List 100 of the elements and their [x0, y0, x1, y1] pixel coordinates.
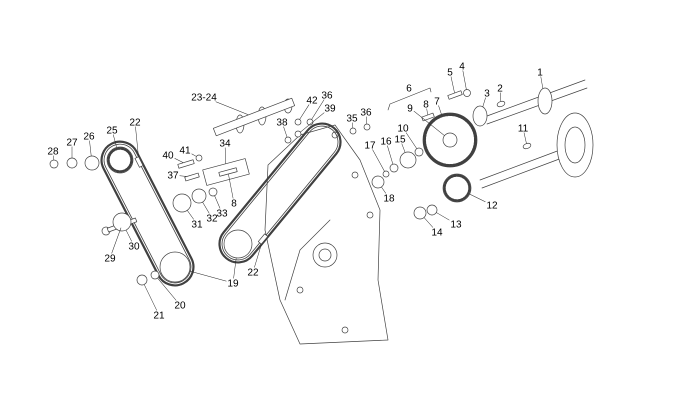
callout-number: 34: [220, 139, 230, 147]
callout-number: 6: [406, 84, 412, 92]
callout-number: 11: [518, 124, 528, 132]
round-part: [422, 112, 478, 168]
callout-number: 36: [322, 91, 332, 99]
callout-number: 12: [487, 202, 498, 208]
callout-number: 42: [306, 96, 318, 104]
callout-number: 29: [104, 254, 116, 262]
leader-line: [135, 126, 139, 157]
leader-line: [190, 270, 226, 282]
round-part: [106, 146, 134, 174]
leader-line: [254, 244, 262, 268]
round-part: [284, 136, 292, 144]
rod-part: [421, 112, 435, 122]
leader-line: [224, 148, 226, 164]
leader-line: [216, 102, 248, 115]
callout-number: 16: [381, 137, 392, 145]
callout-number: 37: [168, 171, 178, 179]
oval-part: [496, 100, 506, 108]
callout-number: 14: [432, 228, 442, 236]
callout-number: 2: [498, 84, 502, 92]
round-part: [426, 204, 438, 216]
round-part: [294, 118, 302, 126]
leader-line: [180, 175, 186, 177]
leader-line: [366, 116, 368, 124]
leader-line: [352, 122, 353, 128]
callout-number: 31: [192, 220, 202, 228]
leader-line: [414, 110, 445, 136]
round-part: [382, 170, 390, 178]
callout-number: 30: [128, 242, 140, 250]
callout-number: 28: [48, 147, 58, 155]
callout-number: 13: [451, 220, 462, 228]
round-part: [150, 270, 160, 280]
rod-part: [218, 167, 238, 177]
callout-number: 22: [248, 268, 258, 276]
callout-number: 27: [66, 138, 78, 146]
leader-line: [402, 143, 406, 152]
round-part: [196, 154, 202, 162]
rod-part: [184, 172, 200, 182]
leader-line: [470, 194, 486, 202]
round-part: [136, 274, 148, 286]
leader-line: [387, 146, 394, 164]
leader-line: [233, 258, 236, 279]
leader-line: [192, 154, 196, 157]
oval-part: [472, 106, 488, 126]
leader-line: [126, 230, 132, 242]
round-part: [463, 89, 471, 97]
leader-line: [214, 196, 220, 208]
round-part: [66, 158, 78, 168]
callout-number: 3: [484, 89, 490, 97]
callout-number: 4: [459, 62, 464, 70]
callout-number: 33: [216, 209, 228, 217]
callout-number: 25: [106, 126, 118, 134]
round-part: [306, 118, 314, 126]
leader-line: [540, 76, 544, 89]
callout-number: 15: [395, 136, 406, 142]
round-part: [224, 230, 252, 258]
callout-number: 41: [180, 146, 190, 154]
leader-line: [381, 186, 386, 194]
leader-line: [438, 105, 442, 114]
round-part: [84, 156, 100, 170]
callout-number: 5: [448, 68, 452, 76]
callout-number: 18: [384, 194, 394, 202]
leader-line: [462, 70, 467, 90]
leader-line: [436, 212, 450, 220]
round-part: [390, 164, 398, 172]
callout-number: 35: [346, 114, 358, 122]
callout-number: 19: [228, 279, 238, 287]
leader-line: [300, 104, 310, 120]
leader-line: [424, 217, 434, 228]
leader-line: [111, 228, 122, 254]
callout-number: 7: [434, 98, 440, 104]
round-part: [364, 124, 370, 130]
callout-number: 1: [538, 68, 542, 76]
round-part: [350, 128, 356, 134]
leader-line: [300, 112, 324, 132]
leader-line: [144, 284, 157, 311]
round-part: [50, 160, 58, 168]
callout-number: 26: [84, 132, 94, 140]
leader-line: [53, 156, 54, 160]
round-part: [400, 152, 416, 168]
leader-line: [482, 98, 486, 107]
round-part: [172, 194, 192, 212]
leader-line: [426, 108, 428, 115]
callout-number: 21: [154, 312, 164, 318]
callout-number: 10: [398, 124, 408, 132]
leader-line: [500, 92, 502, 102]
round-part: [192, 188, 206, 204]
leader-line: [202, 202, 210, 214]
round-part: [442, 132, 458, 148]
callout-number: 23-24: [192, 93, 216, 101]
round-part: [442, 174, 472, 202]
callout-number: 8: [424, 100, 428, 108]
round-part: [372, 176, 384, 188]
callout-number: 17: [365, 142, 376, 148]
leader-line: [187, 210, 194, 220]
round-part: [414, 206, 426, 220]
oval-part: [522, 142, 532, 150]
round-part: [294, 130, 302, 138]
callout-number: 20: [174, 301, 186, 309]
